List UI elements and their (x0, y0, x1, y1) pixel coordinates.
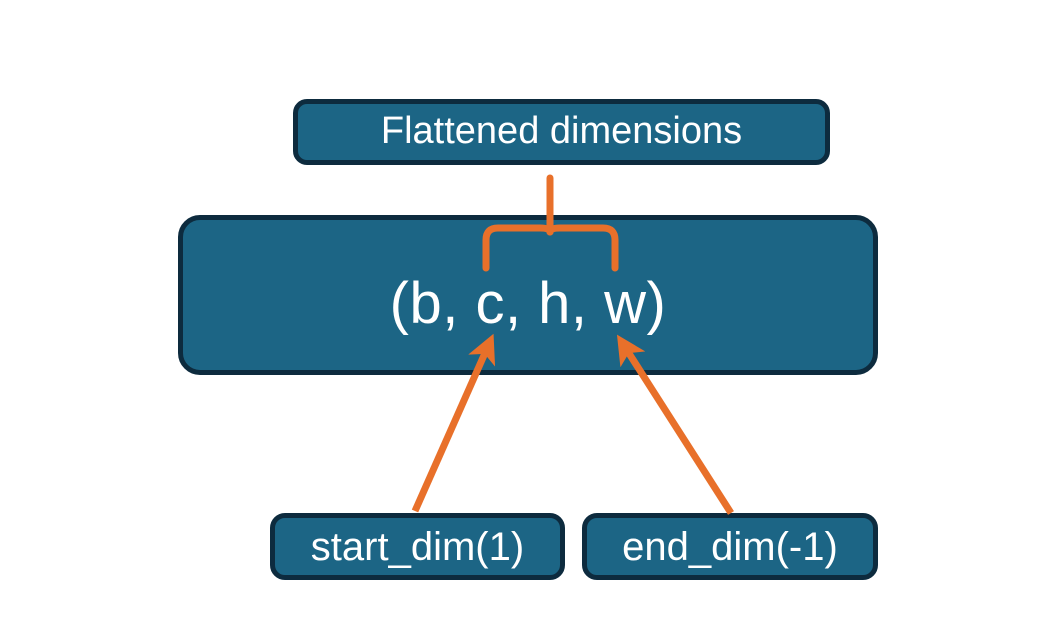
flattened-dimensions-box: Flattened dimensions (293, 99, 830, 165)
start-dim-label: start_dim(1) (310, 524, 525, 569)
flattened-dimensions-label: Flattened dimensions (380, 110, 743, 153)
end-dim-box: end_dim(-1) (582, 513, 878, 580)
tensor-shape-box: (b, c, h, w) (178, 215, 878, 375)
tensor-shape-label: (b, c, h, w) (389, 270, 667, 336)
end-dim-label: end_dim(-1) (622, 524, 838, 569)
start-dim-box: start_dim(1) (270, 513, 565, 580)
